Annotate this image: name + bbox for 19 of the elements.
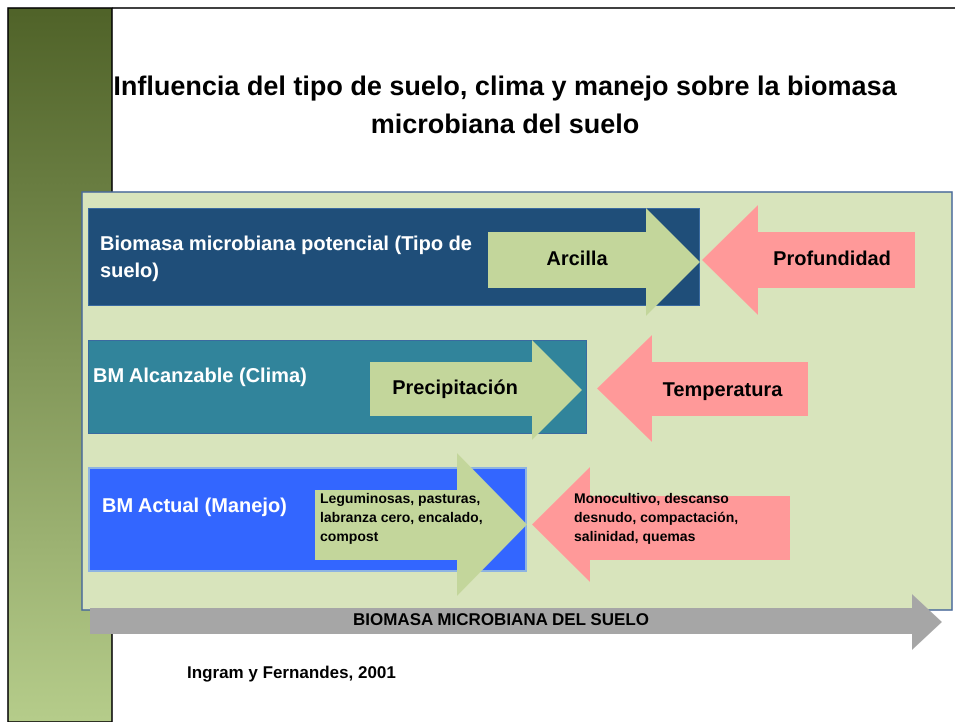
arrow-shape [702, 205, 915, 315]
source-note: Ingram y Fernandes, 2001 [187, 663, 396, 683]
arrow-shape [488, 208, 700, 316]
node-text: Monocultivo, descanso desnudo, compactación, salinidad, quemas [574, 489, 740, 546]
arrow-shape [315, 453, 527, 596]
arrow-shape [90, 594, 942, 650]
node-text: Arcilla [545, 247, 609, 272]
node-text: Profundidad [772, 247, 892, 272]
arrow-shape [597, 335, 808, 442]
node-text: BIOMASA MICROBIANA DEL SUELO [352, 609, 650, 631]
node-text: BM Actual (Manejo) [102, 494, 288, 519]
title: Influencia del tipo de suelo, clima y manejo sobre la biomasa microbiana del suelo [112, 70, 898, 141]
node-text: Biomasa microbiana potencial (Tipo de suelo) [100, 232, 473, 284]
arrow-shape [370, 340, 582, 440]
arrow-shape [532, 467, 790, 582]
node-text: Temperatura [662, 378, 784, 403]
node-text: Leguminosas, pasturas, labranza cero, encalado, compost [320, 489, 484, 546]
node-text: Precipitación [391, 376, 519, 401]
node-text: BM Alcanzable (Clima) [93, 364, 308, 389]
